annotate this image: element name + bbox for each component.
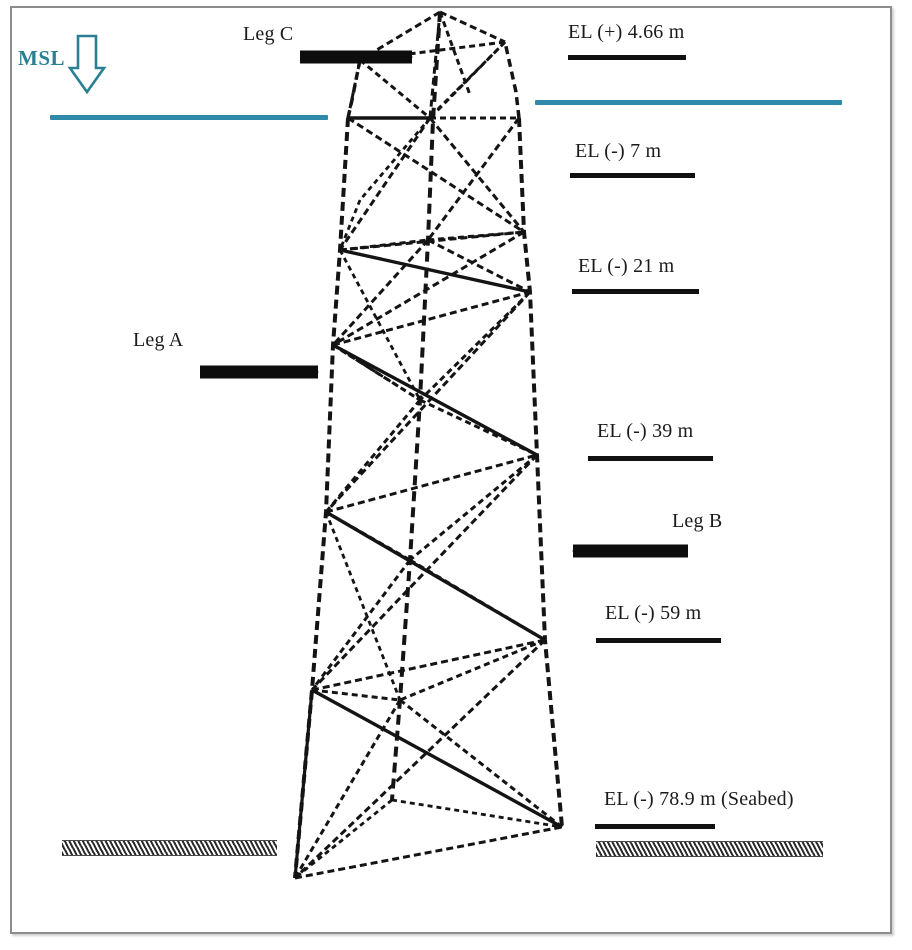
elevation-label-plus-4-66: EL (+) 4.66 m [568,21,685,43]
elevation-bar-minus-78-9 [595,824,715,829]
elevation-label-minus-39: EL (-) 39 m [597,420,694,442]
waterline-left [50,115,328,120]
elevation-label-minus-59: EL (-) 59 m [605,602,702,624]
elevation-label-minus-78-9-seabed: EL (-) 78.9 m (Seabed) [604,788,794,810]
msl-down-arrow-icon [67,34,107,95]
leg-c-label: Leg C [243,23,294,45]
figure-border-frame [10,6,892,934]
elevation-bar-minus-7 [570,173,695,178]
elevation-bar-minus-59 [596,638,721,643]
leg-b-label: Leg B [672,510,723,532]
seabed-hatch-right [596,841,823,857]
elevation-bar-minus-39 [588,456,713,461]
elevation-bar-plus-4-66 [568,55,686,60]
seabed-hatch-left [62,840,277,856]
elevation-bar-minus-21 [572,289,699,294]
msl-label: MSL [18,46,66,70]
elevation-label-minus-21: EL (-) 21 m [578,255,675,277]
elevation-label-minus-7: EL (-) 7 m [575,140,662,162]
leg-a-label: Leg A [133,329,184,351]
waterline-right [535,100,842,105]
